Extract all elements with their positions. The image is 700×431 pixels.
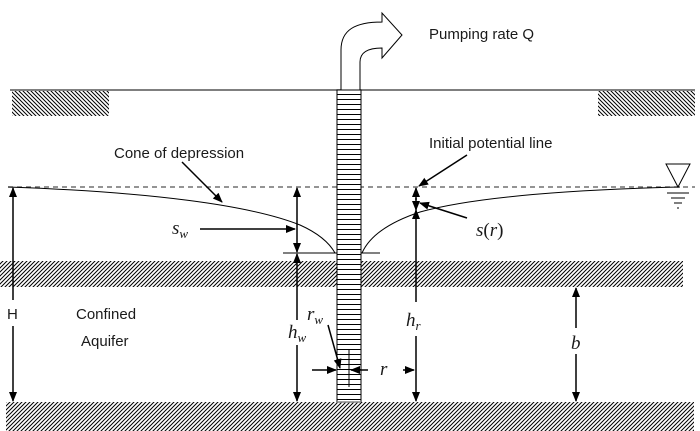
hr-label-sub: r: [416, 318, 422, 333]
rw-label: rw: [307, 304, 323, 327]
sw-label-sub: w: [179, 226, 188, 241]
sr-label: s(r): [476, 220, 503, 241]
hw-label-main: h: [288, 322, 298, 343]
rw-pointer-arrow: [327, 324, 342, 369]
sr-label-var: r: [490, 220, 498, 241]
pumping-rate-label: Pumping rate Q: [429, 26, 534, 43]
hr-label: hr: [406, 310, 422, 333]
b-label: b: [571, 333, 581, 354]
cone-of-depression-label: Cone of depression: [114, 145, 244, 162]
sr-label-close: ): [497, 220, 503, 241]
ground-hatch-right: [598, 91, 695, 116]
ground-hatch-left: [12, 91, 109, 116]
hw-label-sub: w: [298, 330, 307, 345]
hw-label: hw: [288, 322, 307, 345]
water-table-symbol: [665, 163, 691, 209]
rw-label-main: r: [307, 304, 315, 325]
rw-label-sub: w: [314, 312, 323, 327]
sw-label-main: s: [172, 218, 179, 239]
r-label: r: [380, 359, 388, 380]
lower-confining-layer: [6, 402, 694, 431]
confined-aquifer-label-line2: Aquifer: [81, 333, 129, 350]
confined-aquifer-label-line1: Confined: [76, 306, 136, 323]
sw-label: sw: [172, 218, 188, 241]
H-label: H: [7, 306, 18, 323]
sr-label-main: s: [476, 220, 483, 241]
hr-label-main: h: [406, 310, 416, 331]
initial-potential-label: Initial potential line: [429, 135, 552, 152]
sr-label-open: (: [483, 220, 489, 241]
initial-potential-pointer-arrow: [418, 154, 468, 187]
cone-of-depression-right: [361, 186, 681, 254]
cone-pointer-arrow: [181, 161, 223, 203]
cone-of-depression-left: [7, 186, 336, 254]
sr-pointer-arrow: [419, 201, 468, 219]
pumping-discharge-arrow: [340, 11, 403, 91]
